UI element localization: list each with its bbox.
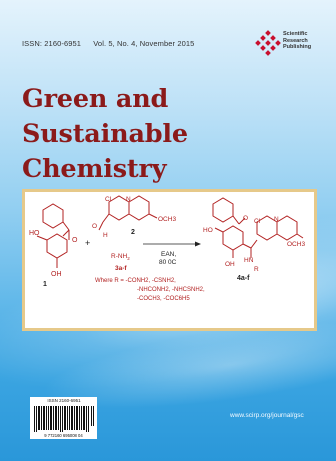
compound-2-cl-label: Cl (105, 196, 112, 203)
r-list-line-1: Where R = -CONH2, -CSNH2, (95, 278, 176, 284)
product-ho-label: HO (203, 227, 213, 234)
r-list-line-2: -NHCONH2, -NHCSNH2, (137, 287, 205, 293)
r-list-line-3: -COCH3, -COC6H5 (137, 296, 190, 302)
scirp-diamond-icon (255, 30, 281, 56)
arrow-head-icon (195, 241, 201, 247)
issn-volume-line: ISSN: 2160-6951 Vol. 5, No. 4, November … (22, 39, 204, 48)
compound-3-number: 3a-f (115, 265, 127, 272)
reaction-scheme-drawing: O HO OH 1 + Cl N O H OCH3 2 R-NH2 3a-f (29, 195, 305, 302)
product-r-label: R (254, 266, 259, 273)
title-line-2: Chemistry (22, 154, 167, 184)
compound-1-oh-label: OH (51, 271, 62, 278)
product-hn-label: HN (244, 257, 254, 264)
compound-1-number: 1 (43, 281, 47, 288)
journal-url[interactable]: www.scirp.org/journal/gsc (230, 412, 304, 419)
issn-text: ISSN: 2160-6951 (22, 39, 82, 48)
carbonyl-o-label: O (72, 237, 78, 244)
aldehyde-o-label: O (92, 223, 97, 230)
barcode-graphic: 9 772160 695008 04 (30, 397, 97, 439)
barcode-bars (34, 406, 94, 432)
plus-sign: + (85, 238, 90, 248)
barcode: 9 772160 695008 04 (30, 397, 97, 439)
publisher-name: Scientific Research Publishing (283, 31, 312, 50)
product-o-label: O (243, 215, 248, 222)
condition-temperature: 80 0C (159, 259, 177, 266)
product-number: 4a-f (237, 275, 250, 282)
product-cl-label: Cl (254, 218, 261, 225)
aldehyde-h-label: H (103, 232, 108, 239)
barcode-digits: 9 772160 695008 04 (44, 433, 83, 438)
product-structure (212, 197, 304, 258)
product-och3-label: OCH3 (287, 241, 305, 248)
journal-title: Green and Sustainable Chemistry (22, 82, 322, 187)
condition-solvent: EAN, (161, 251, 176, 258)
compound-2-och3-label: OCH3 (158, 216, 176, 223)
volume-text: Vol. 5, No. 4, November 2015 (93, 39, 195, 48)
compound-2-structure (98, 195, 158, 231)
product-n-label: N (274, 216, 279, 223)
compound-1-ho-label: HO (29, 230, 40, 237)
amine-label: R-NH2 (111, 253, 130, 261)
compound-2-n-label: N (126, 196, 131, 203)
reaction-scheme: O HO OH 1 + Cl N O H OCH3 2 R-NH2 3a-f (22, 189, 317, 331)
title-line-1: Green and Sustainable (22, 84, 188, 149)
barcode-issn: ISSN 2160-6951 (47, 398, 81, 403)
publisher-logo: Scientific Research Publishing (255, 28, 325, 58)
compound-1-structure (36, 203, 70, 268)
product-oh-label: OH (225, 261, 235, 268)
compound-2-number: 2 (131, 229, 135, 236)
